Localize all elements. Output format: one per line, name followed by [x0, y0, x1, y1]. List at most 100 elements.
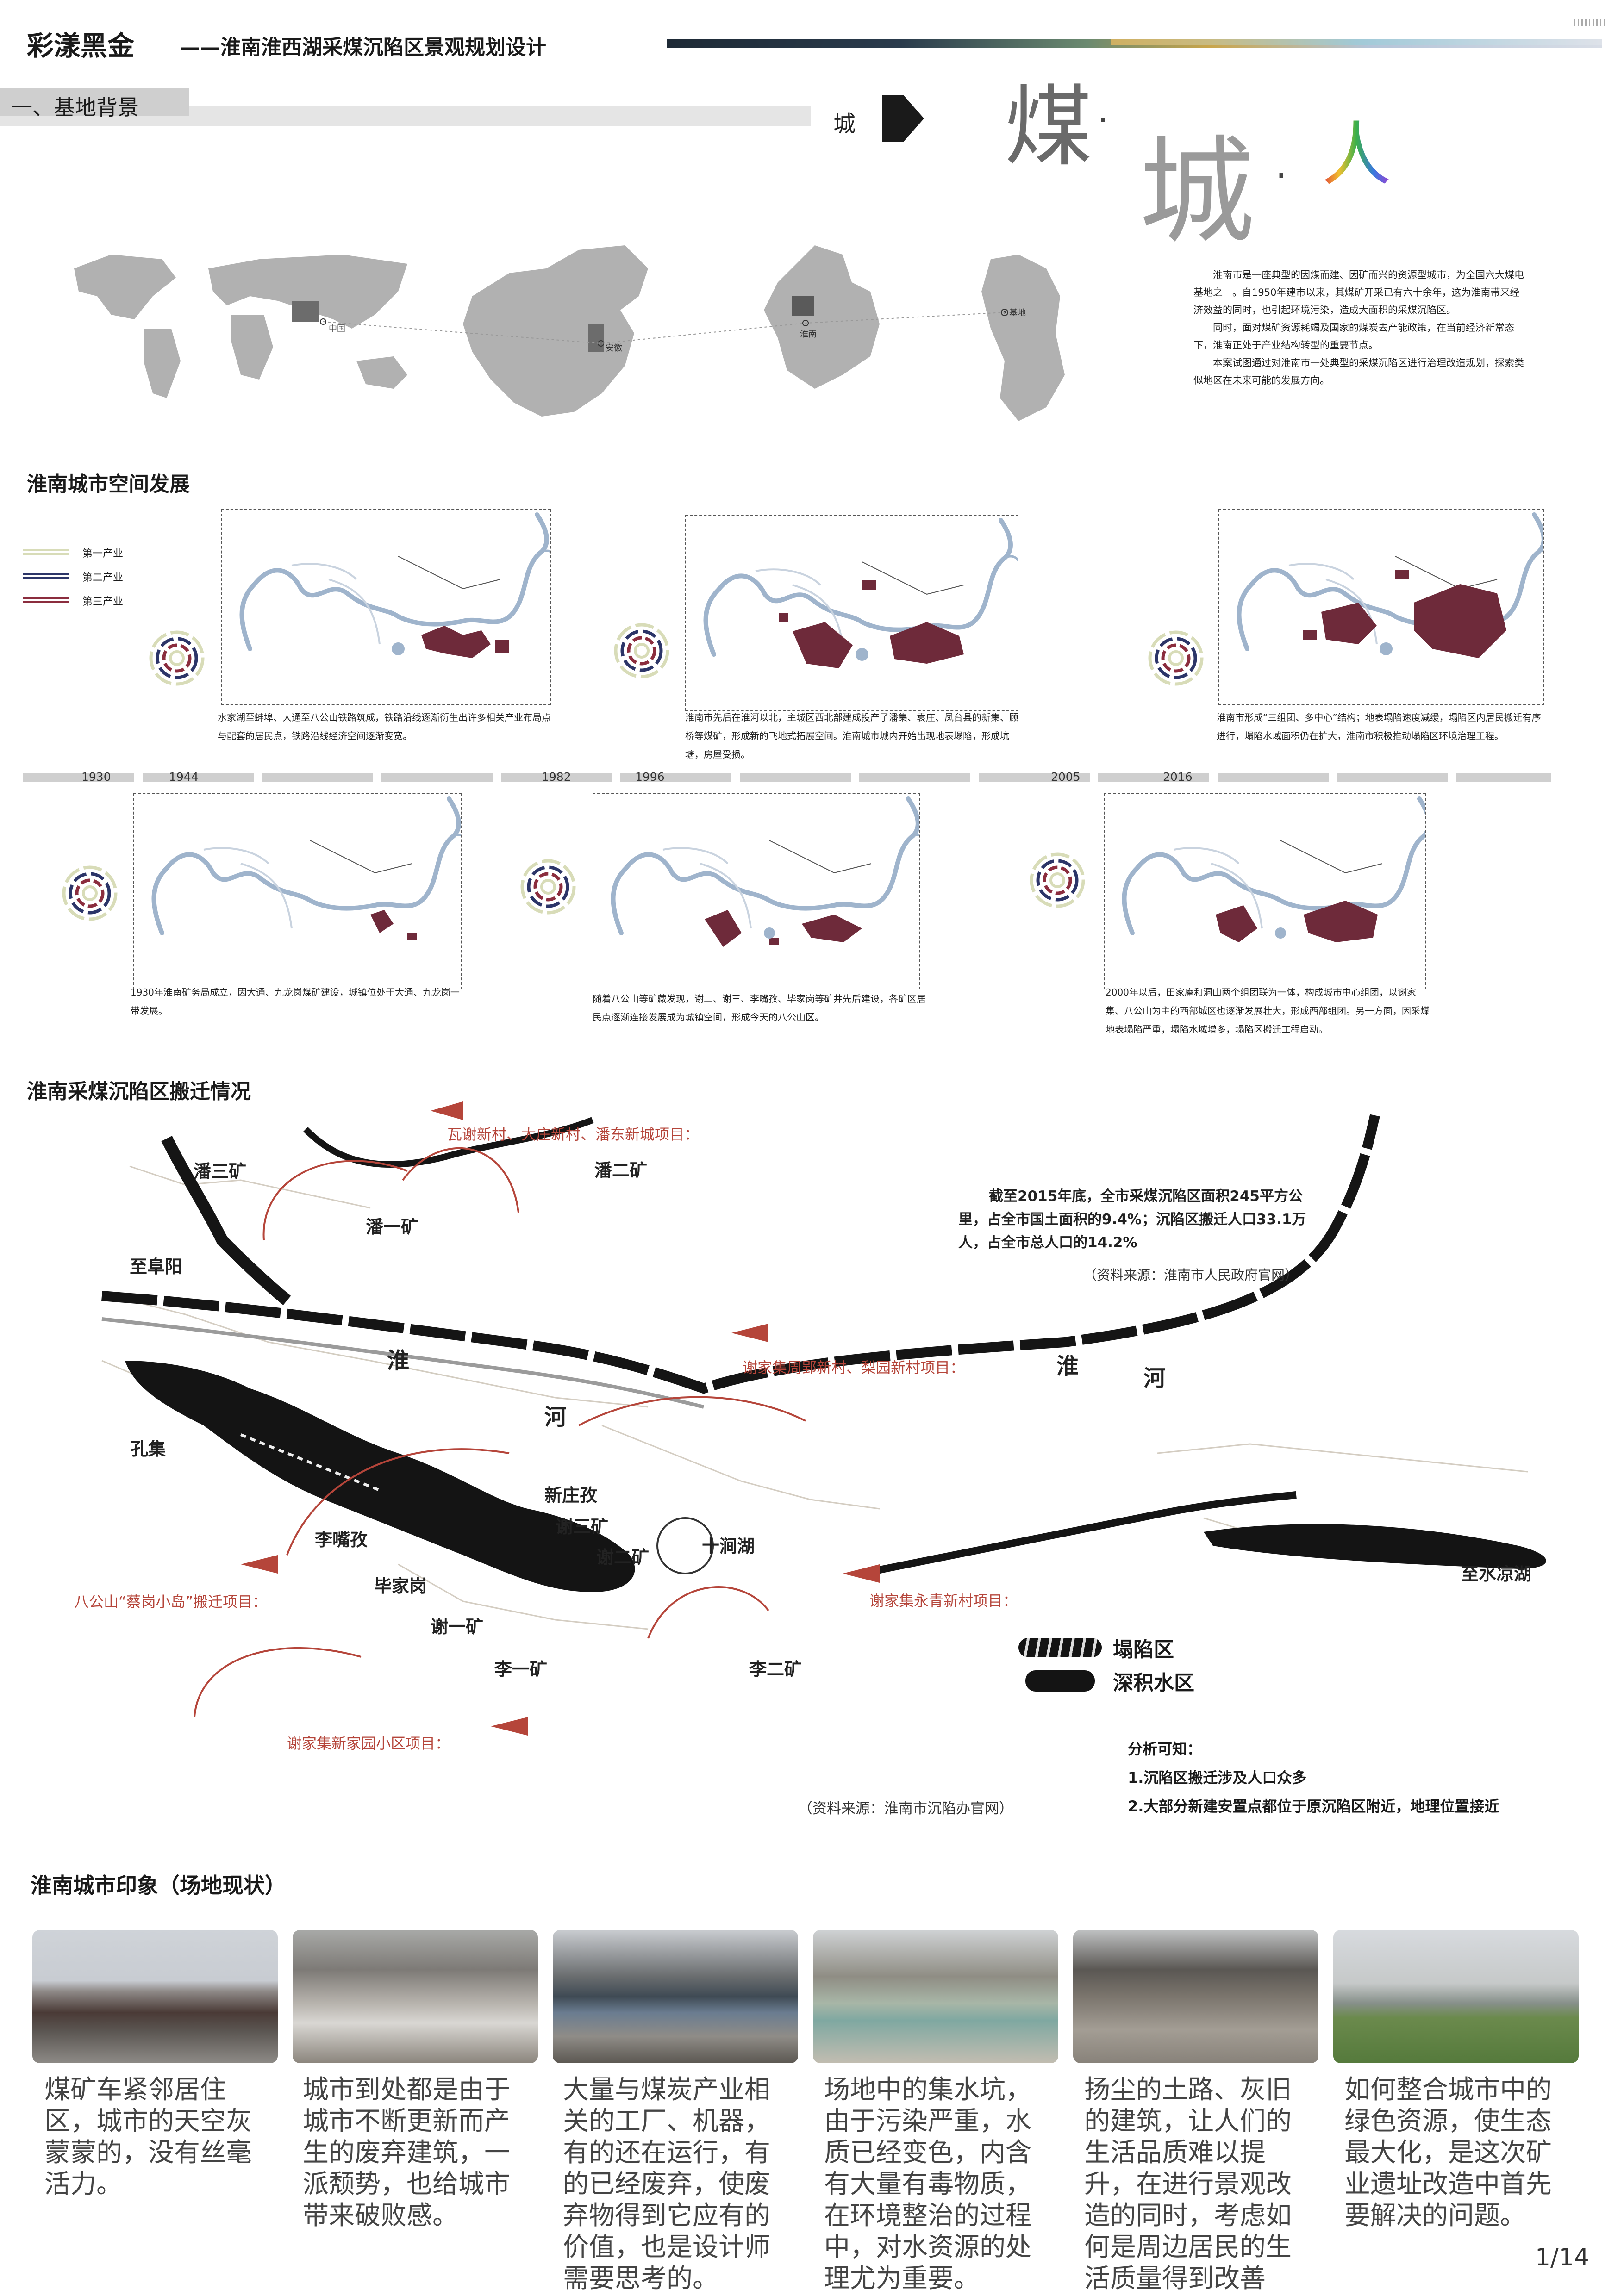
place-label: 至阜阳: [130, 1257, 183, 1277]
header-bar-light: [1111, 39, 1602, 45]
impression-heading: 淮南城市印象（场地现状）: [31, 1873, 286, 1898]
section-tab: [0, 88, 189, 116]
ring-chart-1996: [609, 618, 674, 685]
text-1996: 淮南市先后在淮河以北，主城区西北部建成投产了潘集、袁庄、凤台县的新集、顾桥等煤矿…: [685, 712, 1018, 760]
big-char-dot-1: ·: [1097, 99, 1109, 142]
poster-title: 彩漾黑金: [27, 30, 135, 62]
poster-subtitle: ——淮南淮西湖采煤沉陷区景观规划设计: [180, 36, 546, 59]
year-1944: 1944: [169, 770, 199, 784]
place-label: 谢二矿: [596, 1547, 650, 1568]
place-label: 谢三矿: [556, 1517, 609, 1537]
stats-block: 截至2015年底，全市采煤沉陷区面积245平方公 里，占全市国土面积的9.4%；…: [958, 1185, 1356, 1287]
place-label: 潘二矿: [594, 1160, 648, 1181]
place-label: 淮: [1056, 1353, 1079, 1379]
huai-river: [101, 1114, 1380, 1394]
legend-collapse: 塌陷区: [1018, 1631, 1194, 1664]
big-char-city: 城: [1139, 124, 1255, 259]
huainan-map: [981, 255, 1065, 421]
legend-item: 第二产业: [23, 572, 124, 584]
world-map: [74, 255, 407, 398]
relocation-map: [101, 1101, 1546, 1736]
caption: 场地中的集水坑，由于污染严重，水质已经变色，内含有大量有毒物质，在环境整治的过程…: [824, 2075, 1031, 2294]
analysis-block: 分析可知： 1.沉陷区搬迁涉及人口众多 2.大部分新建安置点都位于原沉陷区附近，…: [1128, 1735, 1499, 1821]
stat-line: 截至2015年底，全市采煤沉陷区面积245平方公: [989, 1188, 1303, 1205]
legend-item: 第三产业: [23, 596, 124, 608]
ring-chart-1930: [57, 861, 122, 927]
project-label: 瓦谢新村、大庄新村、潘东新城项目：: [447, 1126, 700, 1143]
development-heading: 淮南城市空间发展: [27, 473, 190, 496]
china-map: [463, 245, 648, 417]
map-legend: 塌陷区 深积水区: [1018, 1631, 1194, 1698]
intro-paragraph: 淮南市是一座典型的因煤而建、因矿而兴的资源型城市，为全国六大煤电基地之一。自19…: [1193, 269, 1524, 316]
china-highlight: [292, 301, 319, 322]
place-label: 淮: [387, 1348, 410, 1374]
legend-water: 深积水区: [1018, 1664, 1194, 1698]
fan-markers: [241, 1101, 880, 1736]
place-label: 潘一矿: [366, 1217, 419, 1237]
legend-item: 第一产业: [23, 548, 124, 560]
ring-chart-1982: [516, 854, 581, 921]
relocation-heading: 淮南采煤沉陷区搬迁情况: [27, 1080, 251, 1103]
map-panel-1930: [133, 793, 462, 989]
project-label: 谢家集周郢新村、梨园新村项目：: [743, 1359, 965, 1376]
map-panel-1982: [593, 793, 920, 989]
place-label: 十涧湖: [702, 1536, 755, 1556]
project-arcs: [194, 1147, 806, 1717]
ring-chart-2016: [1143, 626, 1208, 692]
map-panel-2005: [1104, 793, 1426, 989]
analysis-item: 1.沉陷区搬迁涉及人口众多: [1128, 1769, 1307, 1786]
collapse-zone-east: [1204, 1524, 1546, 1569]
caption: 煤矿车紧邻居住区，城市的天空灰蒙蒙的，没有丝毫活力。: [44, 2075, 252, 2199]
map-panel-1996: [685, 515, 1018, 711]
text-1930: 1930年淮南矿务局成立，因大通、九龙岗煤矿建设，城镇位处于大通、九龙岗一带发展…: [131, 987, 460, 1016]
place-label: 毕家岗: [374, 1576, 427, 1596]
caption: 如何整合城市中的绿色资源，使生态最大化，是这次矿业遗址改造中首先要解决的问题。: [1344, 2075, 1552, 2231]
industry-legend: 第一产业 第二产业 第三产业: [23, 541, 123, 613]
year-1930: 1930: [81, 770, 111, 784]
place-label: 潘三矿: [194, 1161, 247, 1182]
photo-polluted-pond: [813, 1930, 1058, 2063]
place-label: 新庄孜: [544, 1485, 598, 1506]
place-label: 孔集: [131, 1439, 166, 1459]
place-label: 李二矿: [749, 1659, 802, 1680]
anhui-label: 安徽: [606, 343, 622, 353]
photo-green-field: [1333, 1930, 1579, 2063]
caption: 大量与煤炭产业相关的工厂、机器，有的还在运行，有的已经废弃，使废弃物得到它应有的…: [563, 2075, 770, 2294]
year-1982: 1982: [542, 770, 571, 784]
location-maps: 中国 安徽 淮南 基地: [74, 245, 1065, 421]
place-label: 谢一矿: [431, 1617, 484, 1637]
photo-ruined-buildings: [293, 1930, 538, 2063]
stat-line: 人，占全市总人口的14.2%: [958, 1234, 1137, 1251]
caption: 扬尘的土路、灰旧的建筑，让人们的生活品质难以提升，在进行景观改造的同时，考虑如何…: [1084, 2075, 1292, 2294]
map-panel-1944: [221, 509, 551, 705]
big-char-coal: 煤: [1005, 76, 1093, 178]
project-label: 八公山“蔡岗小岛”搬迁项目：: [74, 1593, 268, 1611]
photo-coal-train: [32, 1930, 278, 2063]
corner-dots: [1574, 19, 1606, 26]
stat-line: 里，占全市国土面积的9.4%；沉陷区搬迁人口33.1万: [958, 1211, 1306, 1228]
place-label: 至水凉湖: [1461, 1564, 1532, 1584]
timeline-bar: [23, 773, 1551, 782]
ring-chart-1944: [144, 626, 209, 692]
huainan-highlight: [792, 296, 814, 316]
analysis-item: 2.大部分新建安置点都位于原沉陷区附近，地理位置接近: [1128, 1798, 1499, 1815]
stat-source: （资料来源：淮南市人民政府官网）: [1083, 1267, 1299, 1283]
place-label: 李嘴孜: [315, 1530, 368, 1550]
text-2016: 淮南市形成“三组团、多中心”结构；地表塌陷速度减缓，塌陷区内居民搬迁有序进行，塌…: [1217, 712, 1541, 741]
text-2005: 2000年以后，田家庵和洞山两个组团联为一体，构成城市中心组团，以谢家集、八公山…: [1106, 987, 1430, 1035]
big-char-dot-2: ·: [1275, 154, 1287, 197]
place-label: 李一矿: [494, 1659, 548, 1680]
intro-text: 淮南市是一座典型的因煤而建、因矿而兴的资源型城市，为全国六大煤电基地之一。自19…: [1193, 266, 1527, 389]
analysis-title: 分析可知：: [1128, 1740, 1202, 1758]
water-swatch: [1025, 1670, 1095, 1692]
site-label: 基地: [1009, 308, 1026, 318]
anhui-highlight: [588, 324, 604, 352]
city-label: 城: [833, 111, 856, 137]
arrow-icon: [882, 95, 924, 143]
intro-paragraph: 同时，面对煤矿资源耗竭及国家的煤炭去产能政策，在当前经济新常态下，淮南正处于产业…: [1193, 322, 1514, 351]
anhui-map: [764, 245, 880, 389]
intro-paragraph: 本案试图通过对淮南市一处典型的采煤沉陷区进行治理改造规划，探索类似地区在未来可能…: [1193, 357, 1524, 386]
project-label: 谢家集永青新村项目：: [869, 1592, 1018, 1610]
map-panel-2016: [1218, 509, 1544, 705]
section-title: 一、基地背景: [11, 95, 139, 120]
